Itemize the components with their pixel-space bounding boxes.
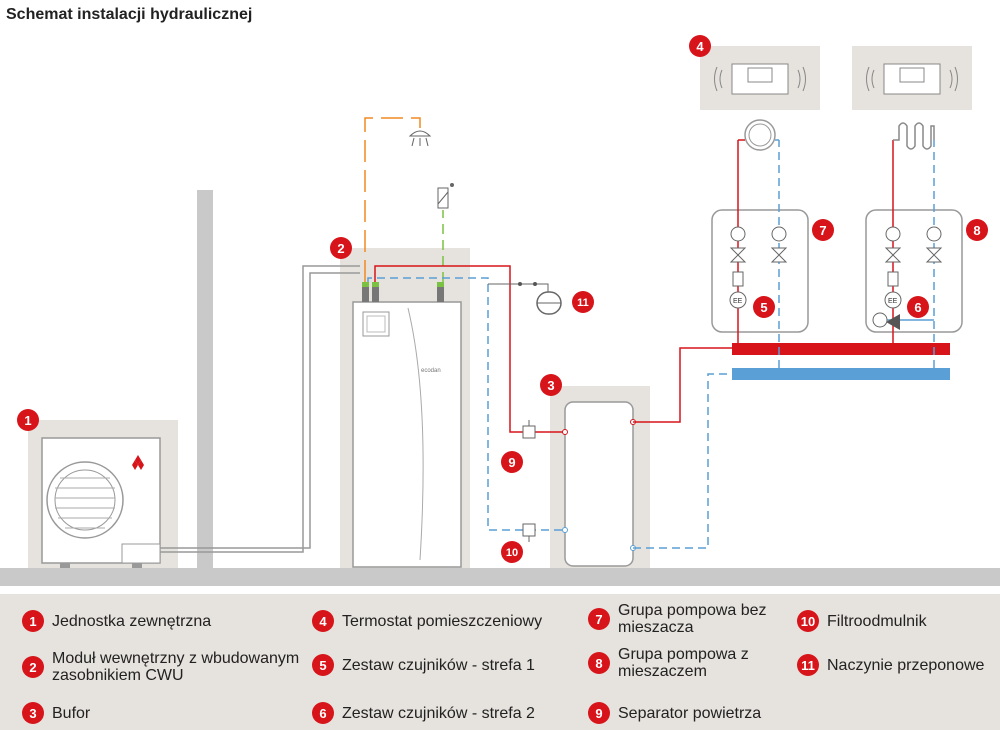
badge-8: 8 xyxy=(966,219,988,241)
badge-2: 2 xyxy=(330,237,352,259)
legend-label: Zestaw czujników - strefa 2 xyxy=(342,704,535,722)
legend-label: Zestaw czujników - strefa 1 xyxy=(342,656,535,674)
legend-item: 1 Jednostka zewnętrzna xyxy=(22,610,292,632)
svg-text:10: 10 xyxy=(506,547,518,559)
svg-text:2: 2 xyxy=(337,241,344,256)
svg-text:9: 9 xyxy=(508,455,515,470)
legend-number: 10 xyxy=(797,610,819,632)
thermostat-icon xyxy=(714,63,806,95)
svg-text:3: 3 xyxy=(547,378,554,393)
legend-item: 5 Zestaw czujników - strefa 1 xyxy=(312,654,572,676)
badge-11: 11 xyxy=(572,291,594,313)
legend-number: 1 xyxy=(22,610,44,632)
legend-item: 11 Naczynie przeponowe xyxy=(797,654,1000,676)
badge-1: 1 xyxy=(17,409,39,431)
legend-item: 10 Filtroodmulnik xyxy=(797,610,997,632)
legend-label: Bufor xyxy=(52,704,91,722)
badge-3: 3 xyxy=(540,374,562,396)
legend-label: Moduł wewnętrzny z wbudowanym zasobnikie… xyxy=(52,650,300,684)
legend-item: 2 Moduł wewnętrzny z wbudowanym zasobniki… xyxy=(22,650,307,684)
legend-label: Filtroodmulnik xyxy=(827,612,927,630)
pump-group-mixed: EE xyxy=(865,140,963,368)
legend: 1 Jednostka zewnętrzna 2 Moduł wewnętrzny … xyxy=(0,594,1000,730)
legend-number: 3 xyxy=(22,702,44,724)
legend-number: 5 xyxy=(312,654,334,676)
thermostat-icon xyxy=(866,63,958,95)
badge-6: 6 xyxy=(907,296,929,318)
air-separator-icon xyxy=(522,420,536,439)
supply-manifold xyxy=(732,343,950,355)
refrigerant-pipe xyxy=(160,272,360,549)
valve-icon xyxy=(437,183,454,209)
legend-item: 8 Grupa pompowa z mieszaczem xyxy=(588,646,768,680)
legend-number: 4 xyxy=(312,610,334,632)
return-manifold xyxy=(732,368,950,380)
legend-item: 4 Termostat pomieszczeniowy xyxy=(312,610,572,632)
svg-text:1: 1 xyxy=(24,413,31,428)
brand-label: ecodan xyxy=(421,368,441,374)
svg-text:8: 8 xyxy=(973,223,980,238)
radiator-icon xyxy=(738,119,779,151)
svg-text:11: 11 xyxy=(577,297,589,309)
svg-text:EE: EE xyxy=(733,298,743,305)
legend-item: 6 Zestaw czujników - strefa 2 xyxy=(312,702,572,724)
badge-10: 10 xyxy=(501,541,523,563)
return-pipe-blue xyxy=(633,373,735,549)
svg-text:6: 6 xyxy=(914,300,921,315)
badge-4: 4 xyxy=(689,35,711,57)
hydraulic-diagram: ecodan xyxy=(0,35,1000,586)
svg-text:5: 5 xyxy=(760,300,767,315)
legend-number: 6 xyxy=(312,702,334,724)
legend-label: Naczynie przeponowe xyxy=(827,656,985,674)
legend-label: Jednostka zewnętrzna xyxy=(52,612,212,630)
legend-label: Grupa pompowa bez mieszacza xyxy=(618,602,767,636)
shower-icon xyxy=(408,130,432,147)
pump-group-unmixed: EE xyxy=(711,140,809,368)
mitsubishi-logo-icon xyxy=(132,455,144,470)
legend-item: 9 Separator powietrza xyxy=(588,702,788,724)
underfloor-heating-icon xyxy=(893,122,935,150)
legend-number: 9 xyxy=(588,702,610,724)
dirt-separator-icon xyxy=(522,523,536,542)
expansion-link xyxy=(488,283,549,292)
supply-pipe-red xyxy=(633,347,735,423)
legend-number: 2 xyxy=(22,656,44,678)
ground xyxy=(0,568,1000,586)
legend-label: Separator powietrza xyxy=(618,704,762,722)
diagram-title: Schemat instalacji hydraulicznej xyxy=(6,6,253,23)
mixing-valve-icon xyxy=(886,314,900,330)
legend-number: 8 xyxy=(588,652,610,674)
badge-5: 5 xyxy=(753,296,775,318)
svg-text:7: 7 xyxy=(819,223,826,238)
return-pipe-blue xyxy=(367,277,565,531)
legend-item: 3 Bufor xyxy=(22,702,292,724)
legend-item: 7 Grupa pompowa bez mieszacza xyxy=(588,602,768,636)
svg-text:4: 4 xyxy=(696,39,704,54)
badge-9: 9 xyxy=(501,451,523,473)
wall xyxy=(197,190,213,570)
indoor-unit: ecodan xyxy=(352,282,462,568)
outdoor-unit xyxy=(41,437,161,568)
legend-label: Termostat pomieszczeniowy xyxy=(342,612,543,630)
legend-number: 7 xyxy=(588,608,610,630)
badge-7: 7 xyxy=(812,219,834,241)
expansion-vessel-icon xyxy=(536,291,562,315)
refrigerant-pipe xyxy=(160,265,360,553)
legend-label: Grupa pompowa z mieszaczem xyxy=(618,646,749,680)
legend-number: 11 xyxy=(797,654,819,676)
dhw-pipe xyxy=(364,117,421,282)
buffer-tank xyxy=(562,401,636,567)
svg-text:EE: EE xyxy=(888,298,898,305)
